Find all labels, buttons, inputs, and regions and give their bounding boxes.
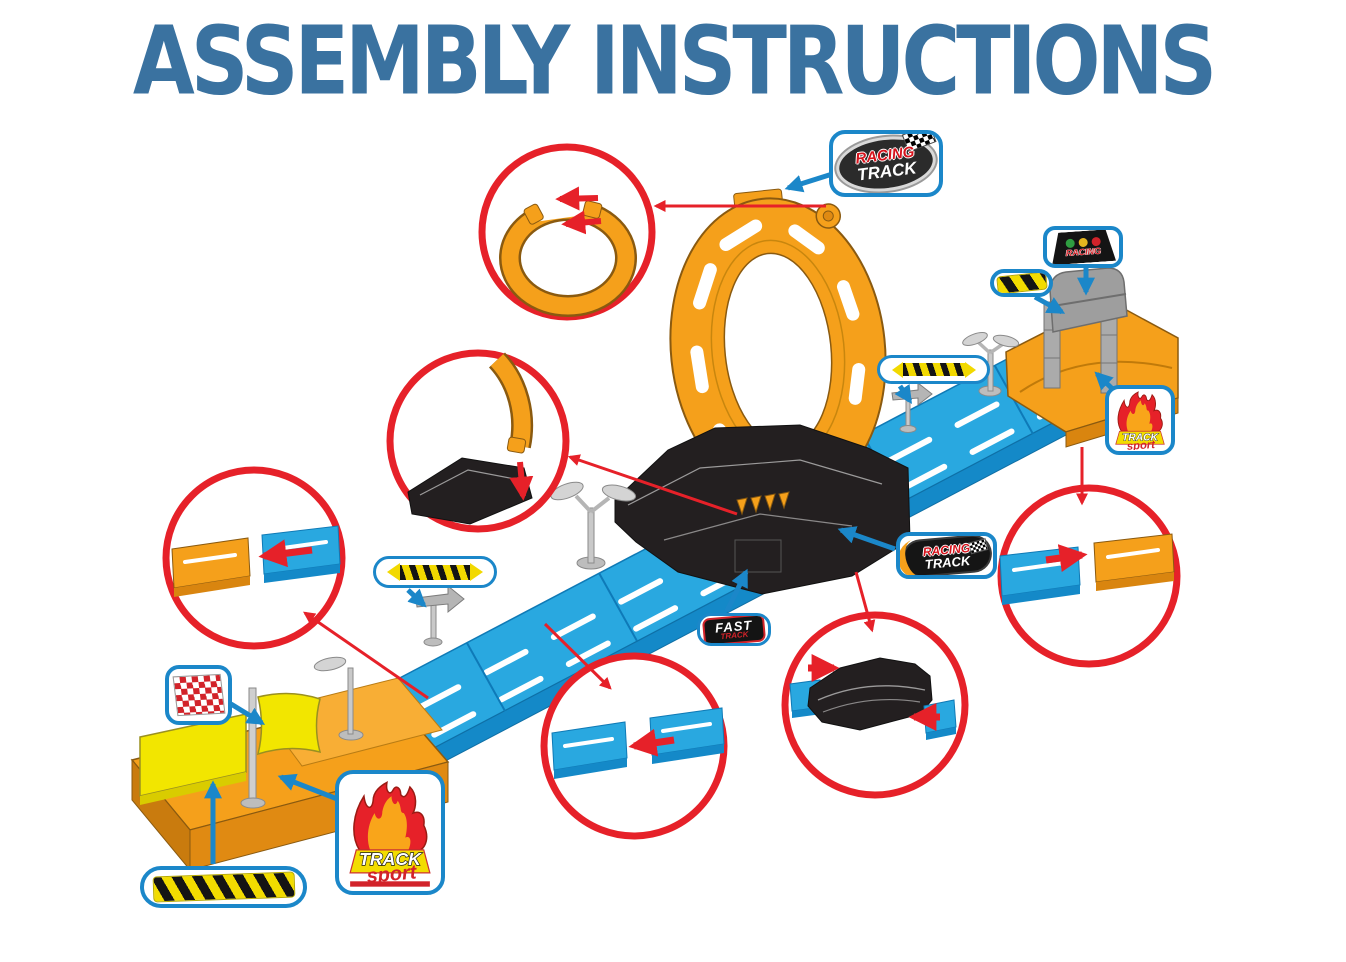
racing-word: RACING (1065, 245, 1102, 258)
direction-sign-left (415, 584, 465, 647)
callout-loop-to-base (386, 349, 570, 533)
callout-ramp-joint (781, 611, 969, 799)
hazard-stripes-icon (152, 871, 295, 903)
callout-loop-joint (478, 143, 656, 321)
green-light-icon (1065, 238, 1075, 248)
finish-gantry (1043, 267, 1128, 394)
direction-sign-right (891, 381, 933, 433)
sticker-racing-track-top: RACING TRACK (829, 130, 943, 197)
finish-flag (240, 687, 322, 809)
callout-blue-blue-joint (540, 652, 728, 840)
right-arrow-icon (470, 563, 483, 581)
track-word: TRACK (1122, 433, 1159, 444)
sticker-hazard-arrows-left (373, 556, 497, 588)
sticker-hazard-stripe-bottom (140, 866, 307, 908)
street-lamp-double-right (962, 332, 1020, 397)
loop-ring (669, 188, 887, 503)
yellow-light-icon (1078, 237, 1088, 247)
sticker-hazard-stripe-top (990, 269, 1053, 297)
checkered-flag-icon (172, 673, 225, 717)
page-title: ASSEMBLY INSTRUCTIONS (132, 6, 1217, 116)
racing-track-logo: RACING TRACK (836, 134, 937, 193)
red-light-icon (1091, 236, 1101, 246)
sticker-racing-track-mid: RACING TRACK (896, 532, 997, 579)
street-lamp-single-left (313, 656, 364, 741)
launcher-base (130, 677, 450, 872)
track-sport-logo: TRACK sport (349, 780, 431, 887)
callout-blue-orange-joint (997, 484, 1181, 668)
double-arrow-hazard-icon (891, 361, 976, 378)
sticker-traffic-light: RACING (1043, 226, 1123, 268)
track-sport-logo: TRACK sport (1115, 391, 1165, 450)
fast-track-logo: FAST TRACK (701, 616, 767, 643)
right-arrow-icon (964, 361, 976, 378)
track-word: TRACK (359, 849, 422, 869)
loop-base-teeth (736, 491, 790, 516)
sport-word: sport (1127, 439, 1157, 450)
loop-hinge (815, 203, 842, 229)
double-arrow-hazard-icon (387, 563, 483, 581)
sticker-checkered-flag (165, 665, 232, 725)
sticker-hazard-arrows-mid (877, 355, 990, 384)
hazard-stripes (902, 363, 965, 376)
racing-track-logo: RACING TRACK (900, 536, 991, 575)
sticker-fast-track: FAST TRACK (697, 613, 771, 646)
callout-orange-blue-joint (162, 466, 346, 650)
hazard-stripes (400, 564, 470, 580)
street-lamp-double-center (550, 481, 637, 570)
callout-pointer-lines (303, 200, 1088, 700)
track-word: TRACK (923, 552, 971, 571)
red-stripe (350, 880, 430, 887)
left-arrow-icon (891, 361, 903, 378)
loop-base (614, 424, 911, 595)
traffic-light-logo: RACING (1050, 229, 1116, 265)
sticker-track-sport-bottom: TRACK sport (335, 770, 445, 895)
track-word: TRACK (720, 629, 749, 641)
hazard-stripes-icon (995, 273, 1048, 293)
left-arrow-icon (387, 563, 400, 581)
sticker-track-sport-right: TRACK sport (1105, 385, 1175, 455)
